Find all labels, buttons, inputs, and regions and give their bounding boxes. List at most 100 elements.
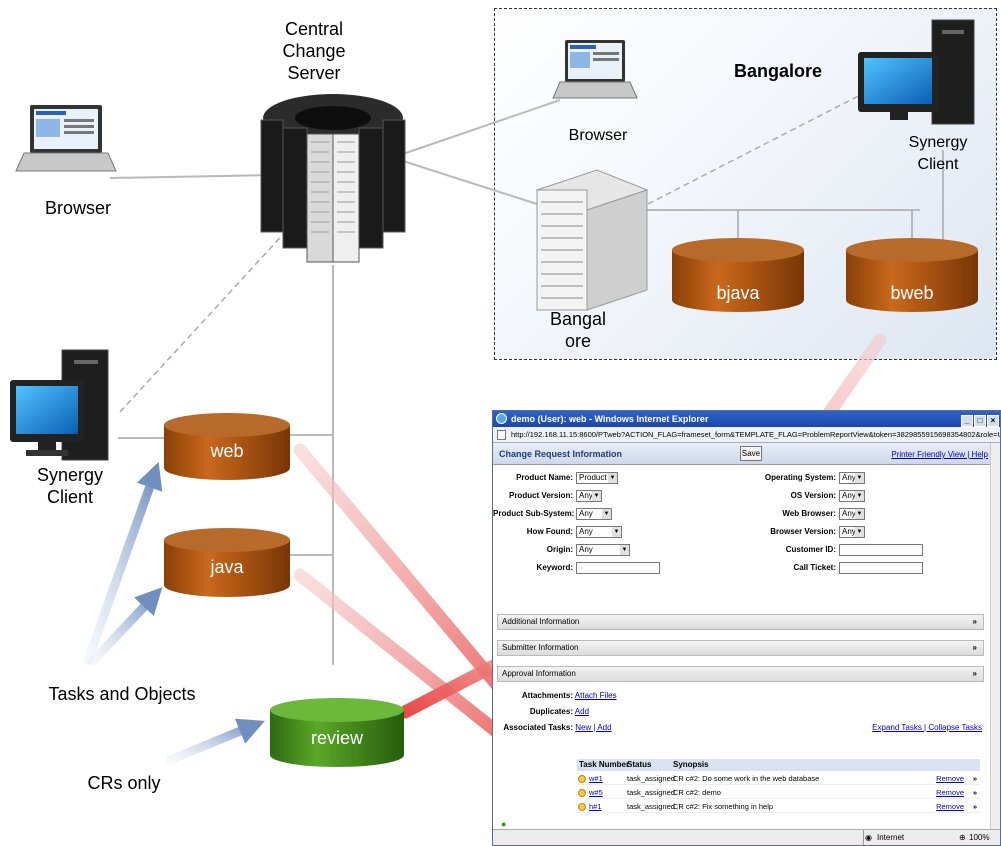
dashed-lines <box>119 89 871 413</box>
db-label-bjava: bjava <box>716 283 760 303</box>
db-label-web: web <box>209 441 243 461</box>
label-bangalore-server: Bangal ore <box>549 309 607 351</box>
chevron-down-icon: » <box>972 669 977 678</box>
zoom-level[interactable]: 100% <box>969 833 990 842</box>
column-synopsis: Synopsis <box>673 760 709 769</box>
remove-task-link[interactable]: Remove <box>936 788 964 797</box>
field-product-version: Product Version:Any <box>493 490 602 502</box>
zone-label: Internet <box>877 833 905 842</box>
blue-arrows <box>83 461 265 765</box>
os-version-select[interactable]: Any <box>839 490 865 502</box>
table-row: w#1 task_assigned CR c#2: Do some work i… <box>577 773 980 785</box>
tasks-table-header: Task Number Status Synopsis <box>577 759 980 771</box>
label-region-bangalore: Bangalore <box>733 61 823 81</box>
dashed-client-bangalore <box>647 89 871 205</box>
field-associated-tasks: Associated Tasks: New | Add <box>503 723 612 732</box>
label-synergy-client-region: Synergy Client <box>908 134 968 173</box>
label-crs-only: CRs only <box>87 773 161 793</box>
browser-version-select[interactable]: Any <box>839 526 865 538</box>
arrow-crs-review <box>165 718 265 765</box>
new-add-task-links[interactable]: New | Add <box>575 723 612 732</box>
call-ticket-input[interactable] <box>839 562 923 574</box>
section-additional-information[interactable]: Additional Information» <box>497 614 984 630</box>
field-product-subsystem: Product Sub-System:Any <box>493 508 612 520</box>
table-row: h#1 task_assigned CR c#2: Fix something … <box>577 801 980 813</box>
label-browser-region: Browser <box>568 127 628 144</box>
how-found-select[interactable]: Any <box>576 526 622 538</box>
chevron-down-icon[interactable]: » <box>972 788 977 797</box>
operating-system-select[interactable]: Any <box>839 472 865 484</box>
origin-select[interactable]: Any <box>576 544 630 556</box>
remove-task-link[interactable]: Remove <box>936 802 964 811</box>
task-icon <box>578 803 586 811</box>
field-duplicates: Duplicates: Add <box>529 707 590 716</box>
label-browser-left: Browser <box>44 198 111 218</box>
section-submitter-information[interactable]: Submitter Information» <box>497 640 984 656</box>
expand-collapse-tasks-links[interactable]: Expand Tasks | Collapse Tasks <box>872 723 982 732</box>
web-browser-select[interactable]: Any <box>839 508 865 520</box>
page-icon <box>497 430 506 440</box>
product-version-select[interactable]: Any <box>576 490 602 502</box>
arrow-tasks-web <box>83 461 163 665</box>
done-icon: ● <box>501 819 507 829</box>
field-origin: Origin:Any <box>493 544 630 556</box>
column-task-number: Task Number <box>579 760 630 769</box>
attach-files-link[interactable]: Attach Files <box>574 691 617 700</box>
label-tasks-objects: Tasks and Objects <box>48 684 196 704</box>
add-duplicate-link[interactable]: Add <box>574 707 590 716</box>
label-central-server: Central Change Server <box>282 19 346 83</box>
window-controls: _□× <box>960 412 999 428</box>
chevron-down-icon[interactable]: » <box>972 774 977 783</box>
arrow-tasks-java <box>87 587 163 667</box>
db-label-java: java <box>209 557 244 577</box>
field-os-version: OS Version:Any <box>748 490 865 502</box>
database-web-icon <box>164 413 290 480</box>
address-bar[interactable]: http://192.168.11.15:8600/PTweb?ACTION_F… <box>493 427 1000 443</box>
database-java-icon <box>164 528 290 597</box>
task-icon <box>578 775 586 783</box>
close-icon[interactable]: × <box>987 415 999 427</box>
vertical-scrollbar[interactable] <box>990 443 1000 829</box>
chevron-down-icon[interactable]: » <box>972 802 977 811</box>
field-keyword: Keyword: <box>493 562 660 574</box>
keyword-input[interactable] <box>576 562 660 574</box>
maximize-icon[interactable]: □ <box>974 415 986 427</box>
section-approval-information[interactable]: Approval Information» <box>497 666 984 682</box>
browser-title-bar: demo (User): web - Windows Internet Expl… <box>493 411 1000 427</box>
status-bar: ◉ Internet ⊕ 100% <box>493 829 1000 845</box>
db-label-bweb: bweb <box>890 283 933 303</box>
database-review-icon <box>270 698 404 767</box>
field-operating-system: Operating System:Any <box>748 472 865 484</box>
field-attachments: Attachments: Attach Files <box>521 691 617 700</box>
task-number-link[interactable]: w#5 <box>589 788 603 797</box>
column-status: Status <box>627 760 652 769</box>
save-button[interactable]: Save <box>740 446 762 461</box>
task-number-link[interactable]: h#1 <box>589 802 602 811</box>
task-icon <box>578 789 586 797</box>
central-server-icon <box>260 94 406 263</box>
product-name-select[interactable]: Product A <box>576 472 618 484</box>
workstation-region-icon <box>858 19 975 125</box>
chevron-down-icon: » <box>972 643 977 652</box>
connection-lines <box>109 99 944 665</box>
field-customer-id: Customer ID: <box>748 544 923 556</box>
field-browser-version: Browser Version:Any <box>748 526 865 538</box>
label-synergy-client-left: Synergy Client <box>36 465 104 507</box>
browser-content: Change Request Information Save Printer … <box>493 443 990 829</box>
table-row: w#5 task_assigned CR c#2: demo Remove » <box>577 787 980 799</box>
field-call-ticket: Call Ticket: <box>748 562 923 574</box>
product-subsystem-select[interactable]: Any <box>576 508 612 520</box>
workstation-left-icon <box>10 349 109 461</box>
header-links[interactable]: Printer Friendly View | Help <box>891 450 988 459</box>
task-number-link[interactable]: w#1 <box>589 774 603 783</box>
database-bjava-icon <box>672 238 804 312</box>
address-text: http://192.168.11.15:8600/PTweb?ACTION_F… <box>511 430 1000 439</box>
remove-task-link[interactable]: Remove <box>936 774 964 783</box>
customer-id-input[interactable] <box>839 544 923 556</box>
field-how-found: How Found:Any <box>493 526 622 538</box>
minimize-icon[interactable]: _ <box>961 415 973 427</box>
cr-header-title: Change Request Information <box>499 449 623 459</box>
ie-logo-icon <box>496 413 507 424</box>
chevron-down-icon: » <box>972 617 977 626</box>
dashed-client-server <box>119 204 311 413</box>
